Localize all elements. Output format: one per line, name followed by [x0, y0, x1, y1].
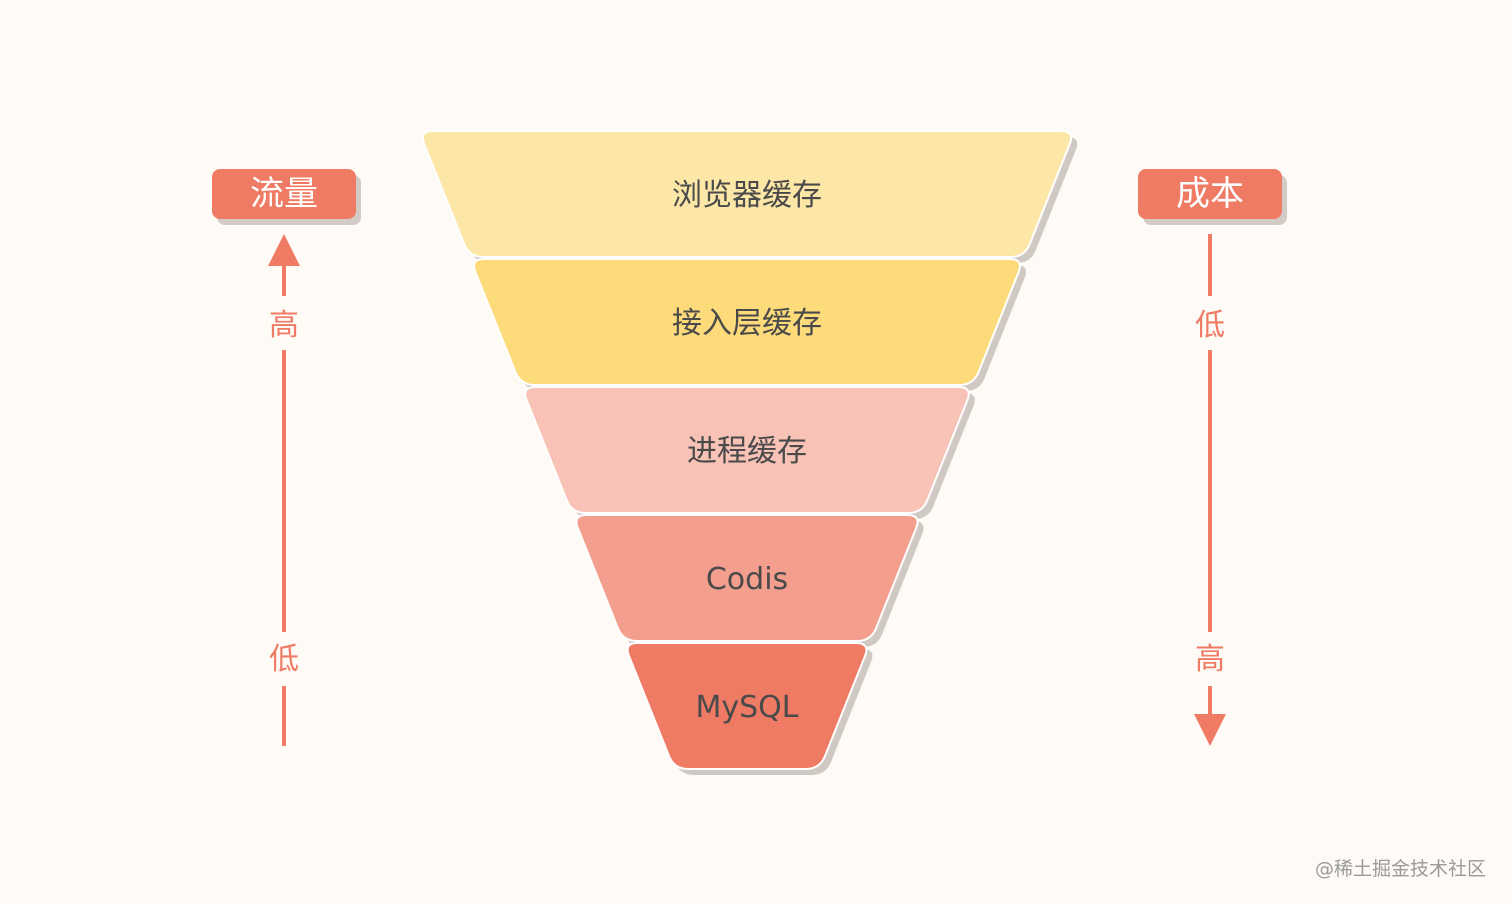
funnel-layer-label-0: 浏览器缓存 — [672, 178, 822, 213]
funnel-layer-label-2: 进程缓存 — [687, 434, 807, 469]
watermark-text: @稀土掘金技术社区 — [1314, 858, 1486, 880]
cost-down-arrow — [1194, 234, 1226, 746]
traffic-high-label: 高 — [269, 308, 299, 343]
traffic-low-label: 低 — [269, 642, 299, 677]
funnel-layer-4 — [626, 642, 868, 770]
cost-low-label: 低 — [1195, 308, 1225, 343]
funnel-layer-0 — [421, 130, 1073, 258]
traffic-title-badge: 流量 — [212, 169, 356, 219]
traffic-up-arrow — [268, 234, 300, 746]
cost-high-label: 高 — [1195, 642, 1225, 677]
funnel-layer-3 — [575, 514, 919, 642]
funnel-layer-2 — [524, 386, 970, 514]
funnel-layer-label-3: Codis — [706, 562, 788, 597]
funnel-layer-1 — [473, 258, 1021, 386]
cost-title-badge: 成本 — [1138, 169, 1282, 219]
funnel-layer-label-4: MySQL — [695, 690, 798, 725]
funnel-layer-label-1: 接入层缓存 — [672, 306, 822, 341]
